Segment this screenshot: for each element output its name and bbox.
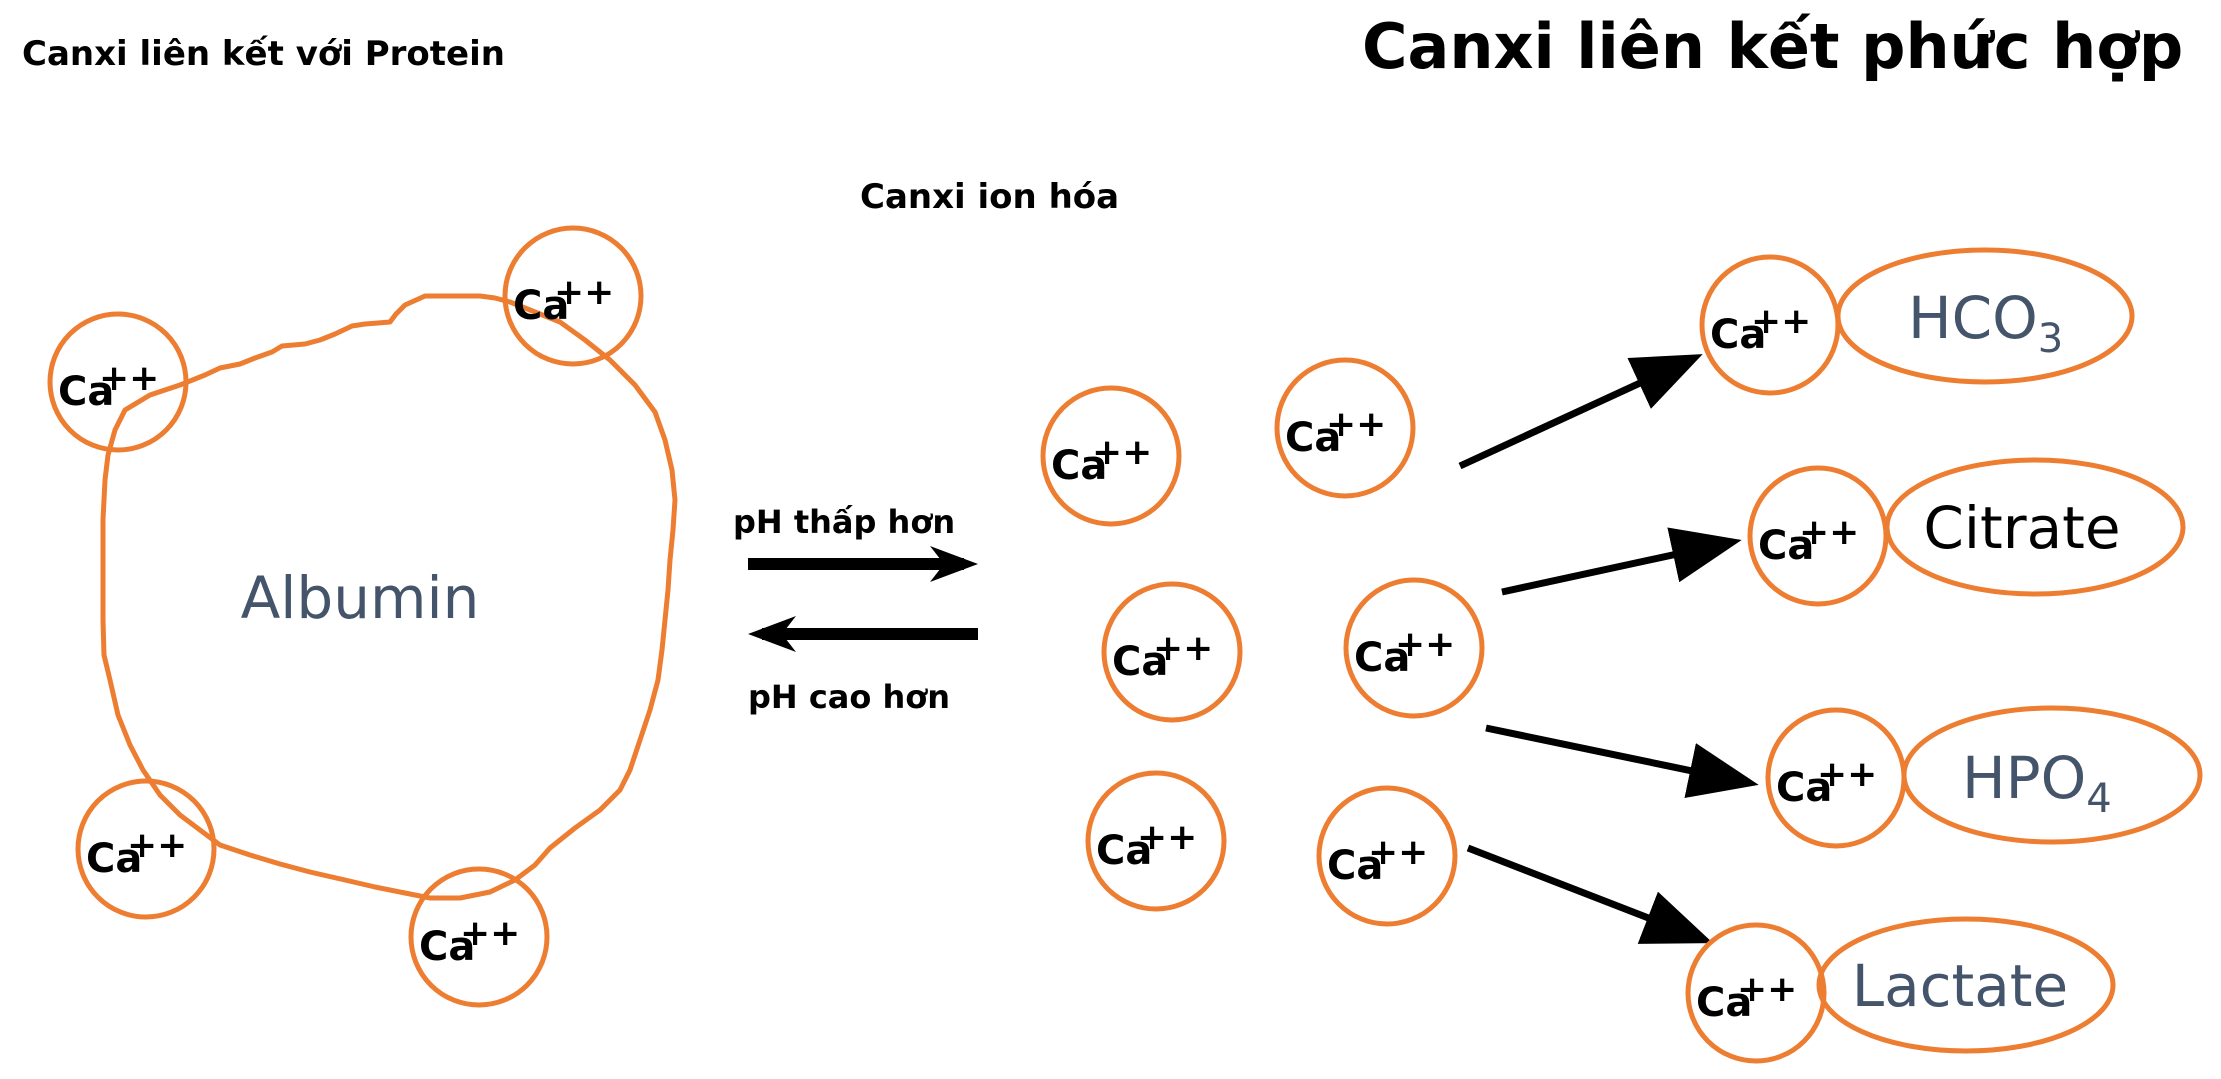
svg-text:Ca: Ca — [1710, 312, 1766, 358]
ca-ion: Ca ++ — [1316, 785, 1458, 927]
albumin-label: Albumin — [241, 564, 480, 632]
hpo4-label: HPO4 — [1962, 744, 2112, 822]
svg-text:++: ++ — [460, 913, 520, 954]
svg-text:Ca: Ca — [1354, 635, 1410, 681]
svg-text:Ca: Ca — [1776, 765, 1832, 811]
svg-text:Ca: Ca — [1696, 980, 1752, 1026]
svg-text:Ca: Ca — [1096, 828, 1152, 874]
heading-complexed: Canxi liên kết phức hợp — [1362, 10, 2183, 83]
hco3-label: HCO3 — [1908, 284, 2063, 362]
svg-text:++: ++ — [554, 272, 614, 313]
complex-hpo4: Ca ++ HPO4 — [1765, 705, 2203, 849]
svg-text:++: ++ — [1817, 754, 1877, 795]
lactate-label: Lactate — [1852, 952, 2068, 1020]
ca-ion: Ca ++ — [1040, 385, 1182, 527]
reverse-arrowhead — [748, 616, 796, 652]
arrow-to-hpo4 — [1485, 724, 1759, 798]
protein-bound-ions: Ca ++ Ca ++ Ca ++ Ca ++ — [47, 225, 644, 1008]
heading-ionized: Canxi ion hóa — [860, 177, 1119, 217]
arrow-to-lactate — [1466, 844, 1714, 944]
svg-text:Ca: Ca — [419, 924, 475, 970]
arrow-to-hco3 — [1458, 354, 1703, 470]
ca-ion: Ca ++ — [502, 225, 644, 367]
complexation-arrows — [1458, 354, 1759, 944]
svg-text:++: ++ — [1737, 969, 1797, 1010]
albumin-protein-outline — [100, 293, 678, 901]
svg-text:Ca: Ca — [58, 369, 114, 415]
svg-text:++: ++ — [1326, 404, 1386, 445]
svg-text:Ca: Ca — [86, 836, 142, 882]
svg-text:++: ++ — [1153, 628, 1213, 669]
citrate-label: Citrate — [1923, 494, 2120, 562]
complex-lactate: Ca ++ Lactate — [1685, 916, 2116, 1064]
svg-text:Ca: Ca — [513, 283, 569, 329]
reverse-condition-label: pH cao hơn — [748, 678, 950, 716]
heading-protein-bound: Canxi liên kết với Protein — [22, 34, 505, 74]
forward-condition-label: pH thấp hơn — [733, 503, 955, 541]
svg-text:Ca: Ca — [1112, 639, 1168, 685]
forward-arrowhead — [930, 546, 978, 582]
svg-text:Ca: Ca — [1285, 415, 1341, 461]
complex-hco3: Ca ++ HCO3 — [1699, 247, 2135, 396]
ca-ion: Ca ++ — [1085, 770, 1227, 912]
equilibrium-arrows: pH thấp hơn pH cao hơn — [733, 503, 978, 716]
svg-text:++: ++ — [1368, 832, 1428, 873]
ca-ion: Ca ++ — [408, 866, 550, 1008]
svg-text:++: ++ — [1799, 512, 1859, 553]
svg-text:++: ++ — [99, 358, 159, 399]
svg-text:Ca: Ca — [1758, 523, 1814, 569]
ca-ion: Ca ++ — [1274, 357, 1416, 499]
ca-ion: Ca ++ — [1343, 577, 1485, 719]
svg-text:++: ++ — [127, 825, 187, 866]
complex-citrate: Ca ++ Citrate — [1747, 457, 2186, 607]
svg-text:++: ++ — [1751, 301, 1811, 342]
arrow-to-citrate — [1501, 527, 1742, 596]
ca-ion: Ca ++ — [75, 778, 217, 920]
svg-text:Ca: Ca — [1327, 843, 1383, 889]
ca-ion: Ca ++ — [1101, 581, 1243, 723]
svg-text:Ca: Ca — [1051, 443, 1107, 489]
svg-text:++: ++ — [1137, 817, 1197, 858]
ionized-ions: Ca ++ Ca ++ Ca ++ Ca ++ Ca ++ Ca ++ — [1040, 357, 1485, 927]
svg-text:++: ++ — [1395, 624, 1455, 665]
ca-ion: Ca ++ — [47, 311, 189, 453]
svg-text:++: ++ — [1092, 432, 1152, 473]
